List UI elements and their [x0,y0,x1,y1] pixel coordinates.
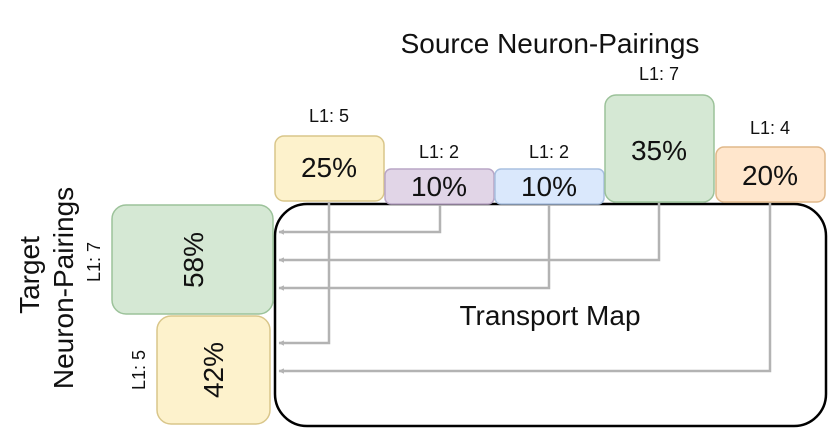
source-box-1-layer: L1: 5 [309,106,349,126]
target-box-1-percent: 58% [178,232,209,288]
target-box-1-rect [111,204,274,315]
source-box-5-layer: L1: 4 [750,118,790,138]
source-box-1: 25% L1: 5 [274,106,385,202]
source-box-5-rect [715,146,826,203]
source-box-3: 10% L1: 2 [494,142,605,205]
source-box-2-layer: L1: 2 [419,142,459,162]
target-box-2-layer: L1: 5 [129,350,149,390]
arrow-source4-target1 [278,203,661,263]
source-box-5: 20% L1: 4 [715,118,826,203]
source-title: Source Neuron-Pairings [401,28,700,59]
source-box-4: 35% L1: 7 [604,64,715,203]
arrow-source1-target2 [278,202,331,346]
target-title-line2: Neuron-Pairings [48,187,79,389]
target-box-2-percent: 42% [198,342,229,398]
source-box-3-layer: L1: 2 [529,142,569,162]
target-title-line1: Target [14,236,45,314]
target-box-1-layer: L1: 7 [84,242,104,282]
source-box-4-rect [604,94,715,203]
source-box-4-layer: L1: 7 [639,64,679,84]
source-box-2-percent: 10% [411,171,467,202]
source-box-3-rect [494,168,605,205]
source-box-2: 10% L1: 2 [384,142,495,205]
arrow-source3-target1 [278,205,551,291]
source-box-1-rect [274,135,385,202]
source-box-2-rect [384,168,495,205]
target-box-1: 58% L1: 7 [84,204,274,315]
target-box-2-rect [156,315,271,425]
arrow-source2-target1 [278,205,442,235]
source-box-1-percent: 25% [301,152,357,183]
source-box-5-percent: 20% [742,160,798,191]
target-box-2: 42% L1: 5 [129,315,271,425]
source-box-3-percent: 10% [521,171,577,202]
arrow-source5-target2 [278,203,772,374]
source-box-4-percent: 35% [631,135,687,166]
transport-arrows [278,202,772,374]
transport-map-label: Transport Map [459,300,640,331]
